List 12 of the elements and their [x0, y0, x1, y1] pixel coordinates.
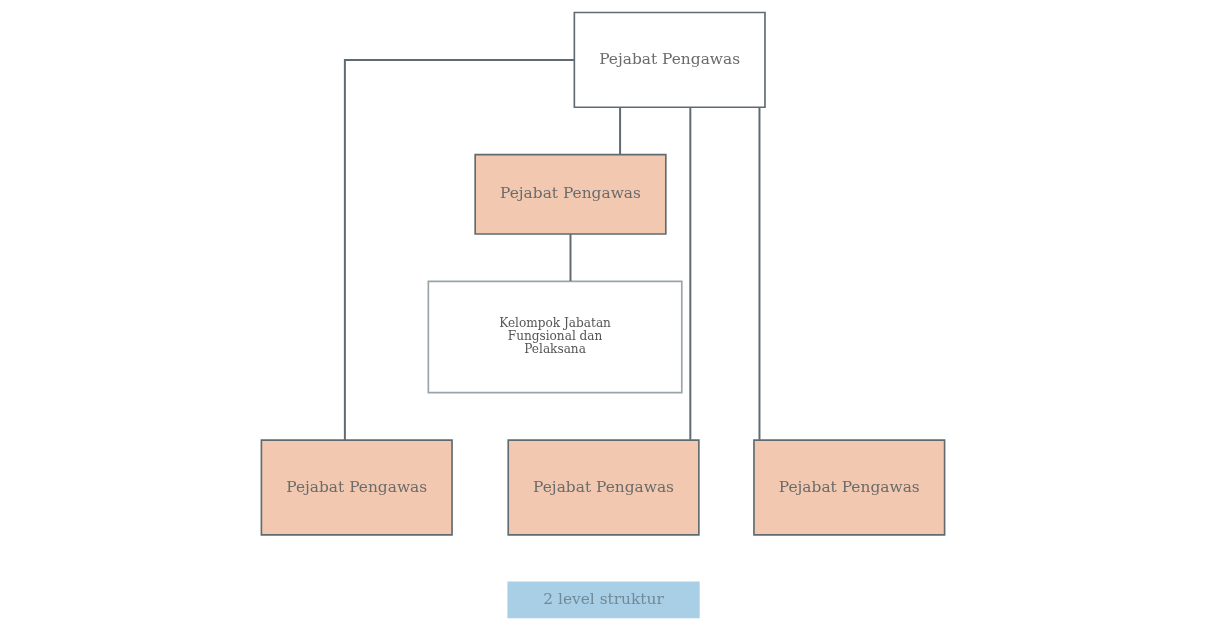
connector	[689, 106, 692, 441]
node-box: Pejabat Pengawas	[753, 439, 946, 536]
connector	[758, 106, 761, 441]
node-box: Pejabat Pengawas	[474, 153, 667, 235]
connector	[569, 233, 572, 282]
node-box: Pejabat Pengawas	[573, 11, 766, 109]
node-box: Kelompok Jabatan Fungsional dan Pelaksana	[427, 280, 683, 394]
connector	[619, 106, 622, 156]
connector	[343, 58, 575, 442]
node-box: 2 level struktur	[507, 581, 700, 619]
node-box: Pejabat Pengawas	[507, 439, 700, 536]
node-box: Pejabat Pengawas	[260, 439, 453, 536]
